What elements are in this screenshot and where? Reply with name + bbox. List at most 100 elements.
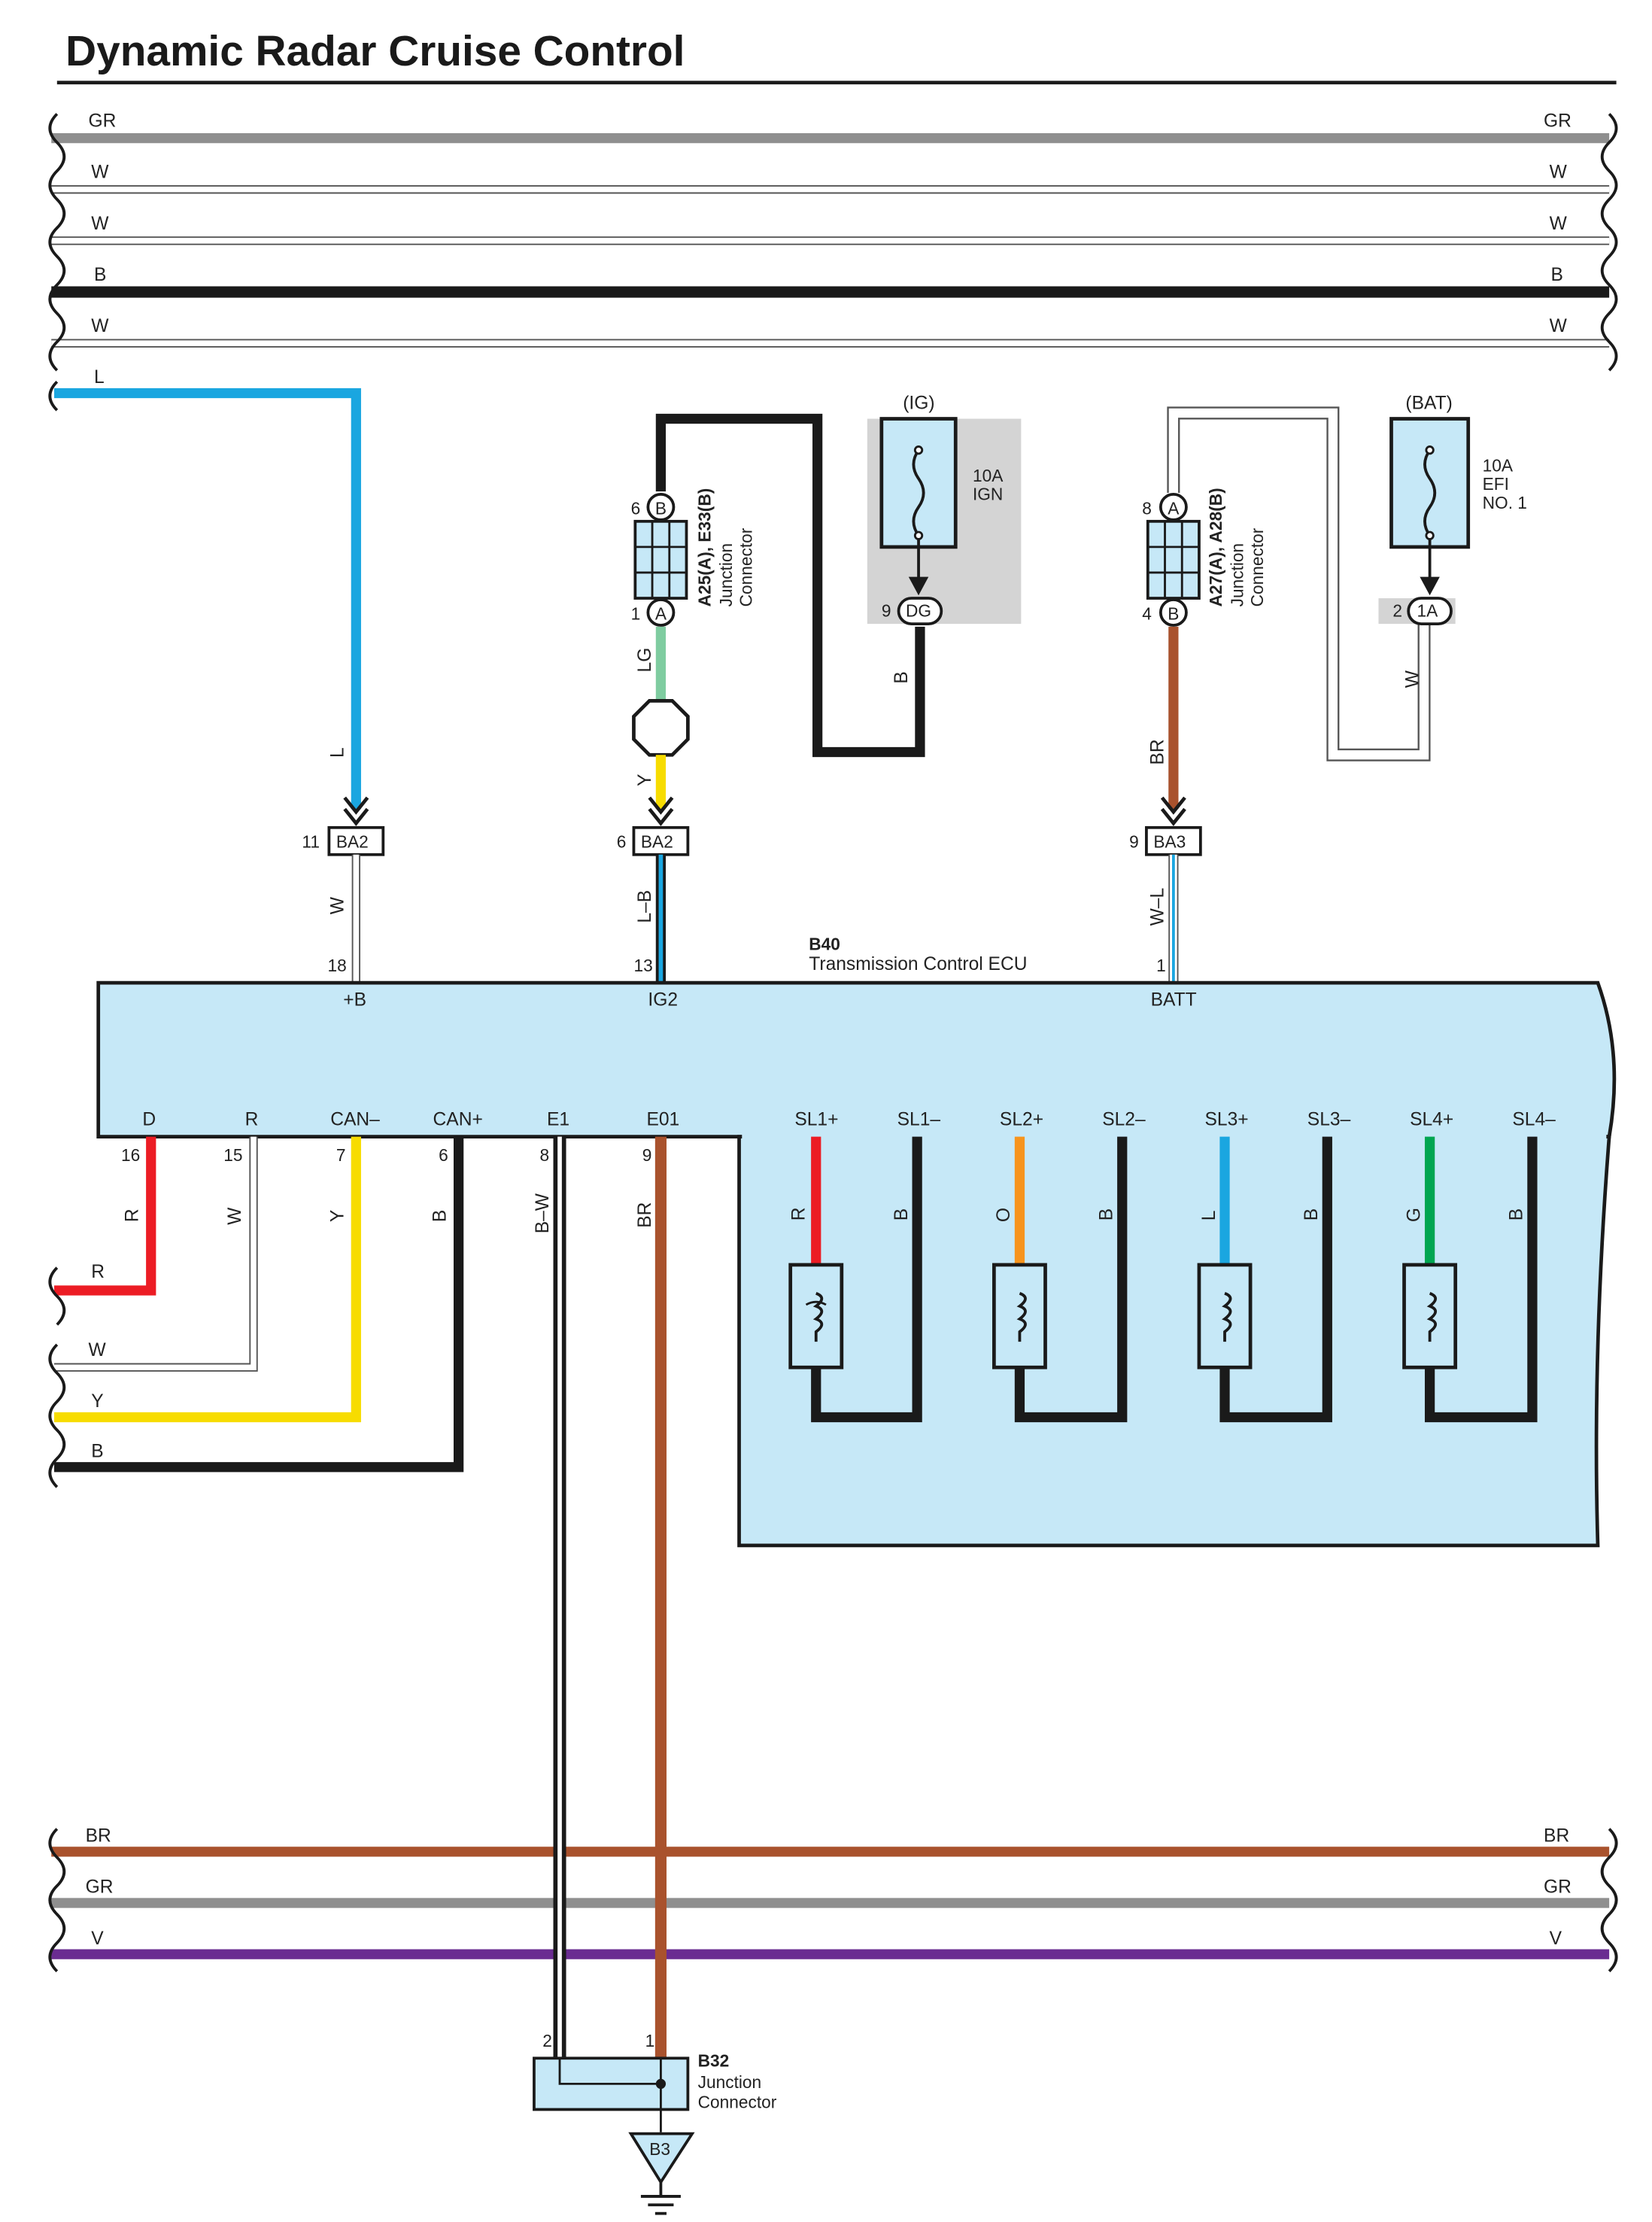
- wire-w-r: [54, 1136, 258, 1372]
- wire-label-y: Y: [635, 774, 655, 786]
- wire-label-b-ig: B: [891, 671, 912, 683]
- inline-conn-2-name: BA3: [1153, 831, 1186, 851]
- sl4-pos-wire: G: [1404, 1208, 1424, 1222]
- left-bus-break-marks: [48, 1266, 66, 1488]
- jc1-bottom-pin: 1: [631, 603, 641, 623]
- bottom-bus-label-right-1: GR: [1544, 1877, 1572, 1898]
- fuse-ig-rating: 10A: [973, 466, 1004, 485]
- sl2-pos-label: SL2+: [1000, 1109, 1043, 1129]
- top-bus-break-marks: [48, 113, 1618, 412]
- fuse-bat-label: (BAT): [1405, 393, 1452, 413]
- bottom-bus-break-marks: [48, 1828, 1618, 1973]
- ecu-top-pin-2-num: 1: [1156, 956, 1166, 975]
- wire-label-l-down: L: [327, 747, 348, 758]
- fuse-bat-rating: 10A: [1483, 456, 1514, 476]
- fuse-ig-pin: 9: [882, 601, 891, 621]
- b32-desc2: Connector: [698, 2093, 777, 2112]
- jc1-desc2: Connector: [736, 527, 756, 606]
- sl2-neg-wire: B: [1096, 1208, 1116, 1220]
- ecu-top-pin-0-name: +B: [343, 989, 366, 1010]
- bottom-bus-label-left-1: GR: [86, 1877, 114, 1898]
- sl3-pos-wire: L: [1199, 1211, 1219, 1221]
- wire-label-w-bat: W: [1402, 670, 1423, 688]
- b32-id: B32: [698, 2051, 730, 2071]
- inline-conn-1-pin: 6: [617, 831, 627, 851]
- top-bus-label-right-1: W: [1550, 163, 1568, 183]
- ecu-bottom-pin-1-num: 15: [223, 1145, 242, 1165]
- inline-conn-0-pin: 11: [302, 831, 320, 851]
- top-bus-label-left-2: W: [91, 214, 109, 234]
- ecu-bottom-pin-4-name: E1: [547, 1109, 569, 1129]
- fuse-efi-no1: [1378, 417, 1471, 626]
- wire-lg-y: [632, 626, 690, 826]
- ecu-bottom-pin-3-num: 6: [439, 1145, 448, 1165]
- sl3-neg-wire: B: [1301, 1208, 1322, 1220]
- bottom-bus-label-left-2: V: [91, 1929, 104, 1949]
- fuse-ign: [867, 417, 1022, 626]
- fuse-bat-name2: NO. 1: [1483, 493, 1527, 512]
- wire-label-wl: W–L: [1148, 888, 1168, 926]
- wire-label-e01: BR: [635, 1202, 655, 1228]
- jc2-top-conn: A: [1168, 498, 1180, 518]
- sl4-pos-label: SL4+: [1410, 1109, 1453, 1129]
- left-bus-label-3: B: [91, 1441, 103, 1461]
- ecu-bottom-pin-2-name: CAN–: [330, 1109, 380, 1129]
- inline-connector-ba2-a: [327, 825, 385, 856]
- jc2-desc2: Connector: [1247, 527, 1267, 606]
- top-bus-label-right-3: B: [1551, 265, 1563, 285]
- wire-label-can-minus: Y: [327, 1210, 348, 1222]
- left-bus-label-2: Y: [91, 1391, 103, 1412]
- inline-connector-ba2-b: [632, 825, 690, 856]
- left-bus-label-0: R: [91, 1262, 105, 1282]
- sl1-neg-label: SL1–: [897, 1109, 941, 1129]
- fuse-bat-connector: 1A: [1417, 601, 1439, 621]
- fuse-bat-pin: 2: [1392, 601, 1402, 621]
- ecu-body: [96, 980, 1617, 1548]
- ecu-bottom-pin-1-name: R: [245, 1109, 259, 1129]
- wire-y-can-minus: [54, 1136, 361, 1423]
- b32-pin-left: 2: [542, 2031, 552, 2050]
- jc1-bottom-conn: A: [655, 603, 667, 623]
- bottom-bus-label-right-2: V: [1550, 1929, 1562, 1949]
- junction-connector-b32: [533, 2056, 690, 2132]
- wire-r-d: [54, 1136, 156, 1296]
- sl4-neg-label: SL4–: [1512, 1109, 1556, 1129]
- jc2-id: A27(A), A28(B): [1206, 488, 1225, 606]
- fuse-ig-label: (IG): [903, 393, 934, 413]
- sl3-pos-label: SL3+: [1205, 1109, 1249, 1129]
- jc2-desc1: Junction: [1228, 543, 1247, 607]
- wire-label-r: W: [225, 1207, 245, 1225]
- solenoid-sl1: [788, 1136, 922, 1423]
- bottom-bus-label-right-0: BR: [1544, 1826, 1569, 1847]
- inline-conn-0-name: BA2: [336, 831, 369, 851]
- wire-l-plus-b: [54, 388, 369, 826]
- sl1-pos-wire: R: [789, 1207, 809, 1220]
- sl3-neg-label: SL3–: [1307, 1109, 1351, 1129]
- top-bus-label-left-3: B: [94, 265, 106, 285]
- fuse-bat-name: EFI: [1483, 474, 1509, 494]
- ecu-bottom-pin-5-num: 9: [642, 1145, 652, 1165]
- wire-b-can-plus: [54, 1136, 464, 1473]
- ecu-id: B40: [809, 935, 840, 954]
- jc1-top-pin: 6: [631, 498, 641, 518]
- top-bus-label-left-4: W: [91, 316, 109, 336]
- ecu-bottom-pin-2-num: 7: [336, 1145, 346, 1165]
- ecu-top-pin-2-name: BATT: [1151, 989, 1197, 1010]
- wire-label-br: BR: [1148, 739, 1168, 764]
- junction-connector-a25: [633, 413, 925, 758]
- jc2-bottom-conn: B: [1168, 603, 1179, 623]
- page-title: Dynamic Radar Cruise Control: [65, 28, 685, 75]
- fuse-ig-connector: DG: [906, 601, 931, 621]
- ecu-bottom-pin-4-num: 8: [540, 1145, 550, 1165]
- junction-connector-a27: [1146, 406, 1431, 826]
- wire-label-d: R: [123, 1208, 143, 1222]
- jc2-bottom-pin: 4: [1142, 603, 1152, 623]
- ecu-top-pin-1-name: IG2: [648, 989, 678, 1010]
- wire-label-l-left: L: [94, 367, 105, 388]
- top-bus-label-right-4: W: [1550, 316, 1568, 336]
- top-bus-label-left-1: W: [91, 163, 109, 183]
- left-bus-label-1: W: [88, 1340, 106, 1360]
- solenoid-sl2: [992, 1136, 1128, 1423]
- fuse-ig-name: IGN: [973, 484, 1003, 503]
